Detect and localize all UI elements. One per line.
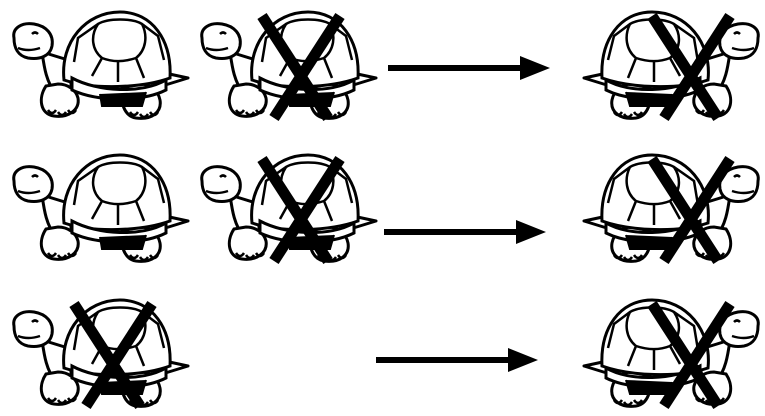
turtle-row3-result-crossed xyxy=(580,290,765,410)
arrow-right-icon xyxy=(384,220,546,244)
turtle-row2-a xyxy=(2,145,192,265)
turtle-icon xyxy=(12,10,190,120)
arrow-row2 xyxy=(384,218,549,246)
arrow-right-icon xyxy=(376,348,538,372)
turtle-icon xyxy=(580,2,765,122)
turtle-icon xyxy=(200,153,378,265)
turtle-row2-b-crossed xyxy=(190,145,380,265)
turtle-icon xyxy=(12,153,190,263)
turtle-row3-a-crossed xyxy=(2,290,192,410)
turtle-icon xyxy=(580,290,765,410)
turtle-row1-b-crossed xyxy=(190,2,380,122)
arrow-row3 xyxy=(376,346,541,374)
arrow-row1 xyxy=(388,54,553,82)
turtle-row1-a xyxy=(2,2,192,122)
turtle-row1-result-crossed xyxy=(580,2,765,122)
turtle-icon xyxy=(580,145,765,265)
arrow-right-icon xyxy=(388,56,550,80)
turtle-icon xyxy=(12,298,190,410)
turtle-row2-result-crossed xyxy=(580,145,765,265)
turtle-icon xyxy=(200,10,378,122)
